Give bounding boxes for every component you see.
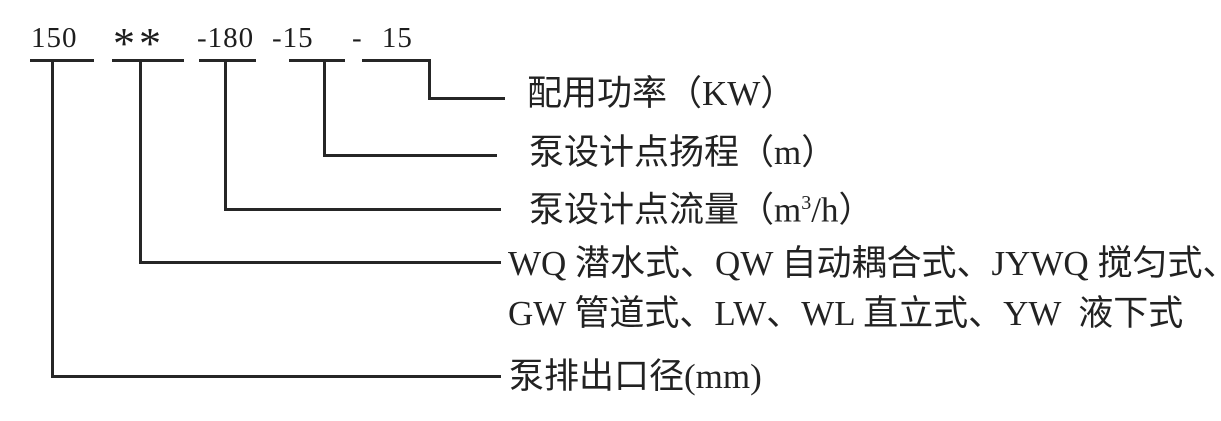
code-segment-diameter: 150 (31, 22, 78, 54)
label-flow: 泵设计点流量（m3/h） (529, 190, 874, 230)
underline-diameter (30, 59, 94, 62)
connector-vertical-head (323, 59, 326, 157)
label-head: 泵设计点扬程（m） (529, 133, 837, 172)
connector-vertical-diameter (51, 59, 54, 378)
connector-horizontal-diameter (51, 375, 501, 378)
connector-horizontal-power (428, 97, 505, 100)
label-pump-types: WQ 潜水式、QW 自动耦合式、JYWQ 搅匀式、GW 管道式、LW、WL 直立… (508, 244, 1221, 333)
underline-head (289, 59, 345, 62)
connector-vertical-power (428, 59, 431, 100)
connector-horizontal-head (323, 154, 497, 157)
underline-type (112, 59, 184, 62)
underline-power (362, 59, 431, 62)
connector-horizontal-type (139, 261, 501, 264)
underline-flow (199, 59, 256, 62)
code-segment-head: -15 (272, 22, 314, 54)
connector-vertical-type (139, 59, 142, 264)
code-segment-flow: -180 (197, 22, 255, 54)
connector-vertical-flow (224, 59, 227, 211)
label-outlet: 泵排出口径(mm) (509, 357, 762, 396)
code-segment-type: ** (113, 19, 165, 68)
label-power: 配用功率（KW） (527, 74, 796, 113)
connector-horizontal-flow (224, 208, 501, 211)
code-segment-power: - 15 (352, 22, 413, 54)
